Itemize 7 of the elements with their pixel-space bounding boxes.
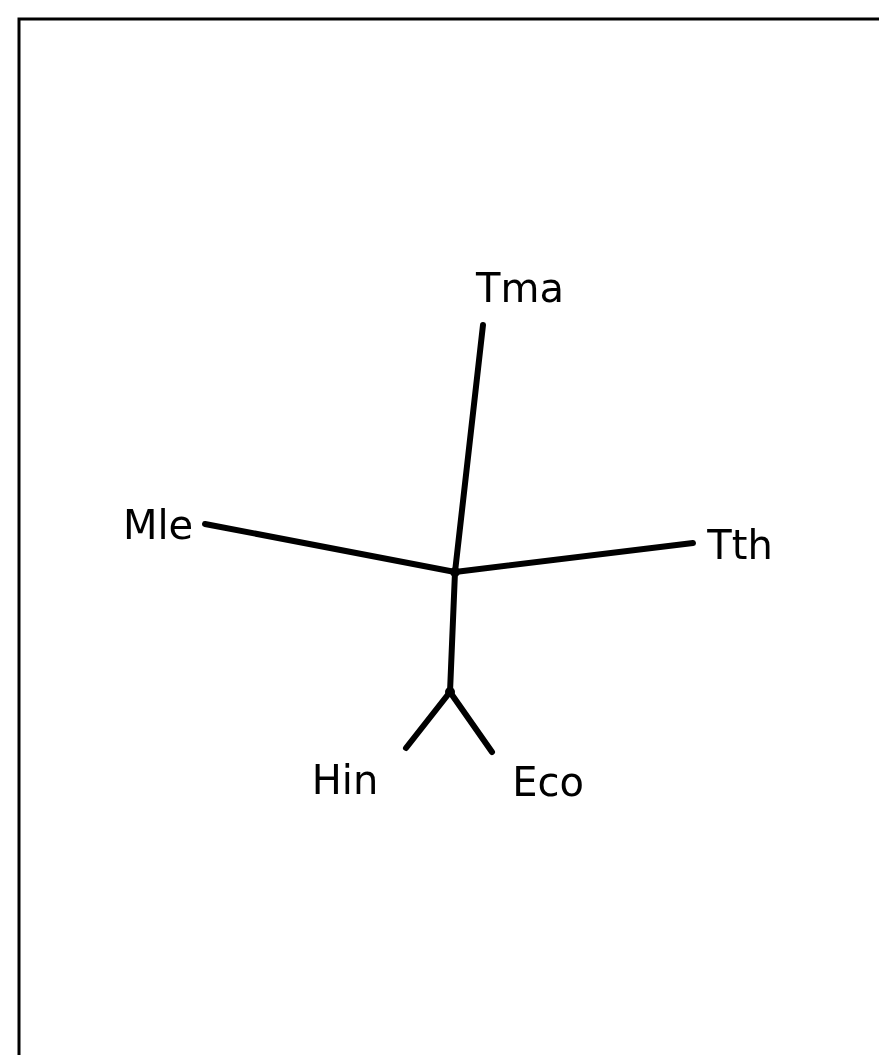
taxon-label: Tth xyxy=(700,523,780,567)
branch-point xyxy=(445,687,455,697)
taxon-label: Tma xyxy=(470,266,570,310)
taxon-label: Eco xyxy=(498,760,598,804)
taxon-label: Hin xyxy=(300,758,390,802)
taxon-label: Mle xyxy=(118,503,198,547)
branch-point xyxy=(450,567,460,577)
